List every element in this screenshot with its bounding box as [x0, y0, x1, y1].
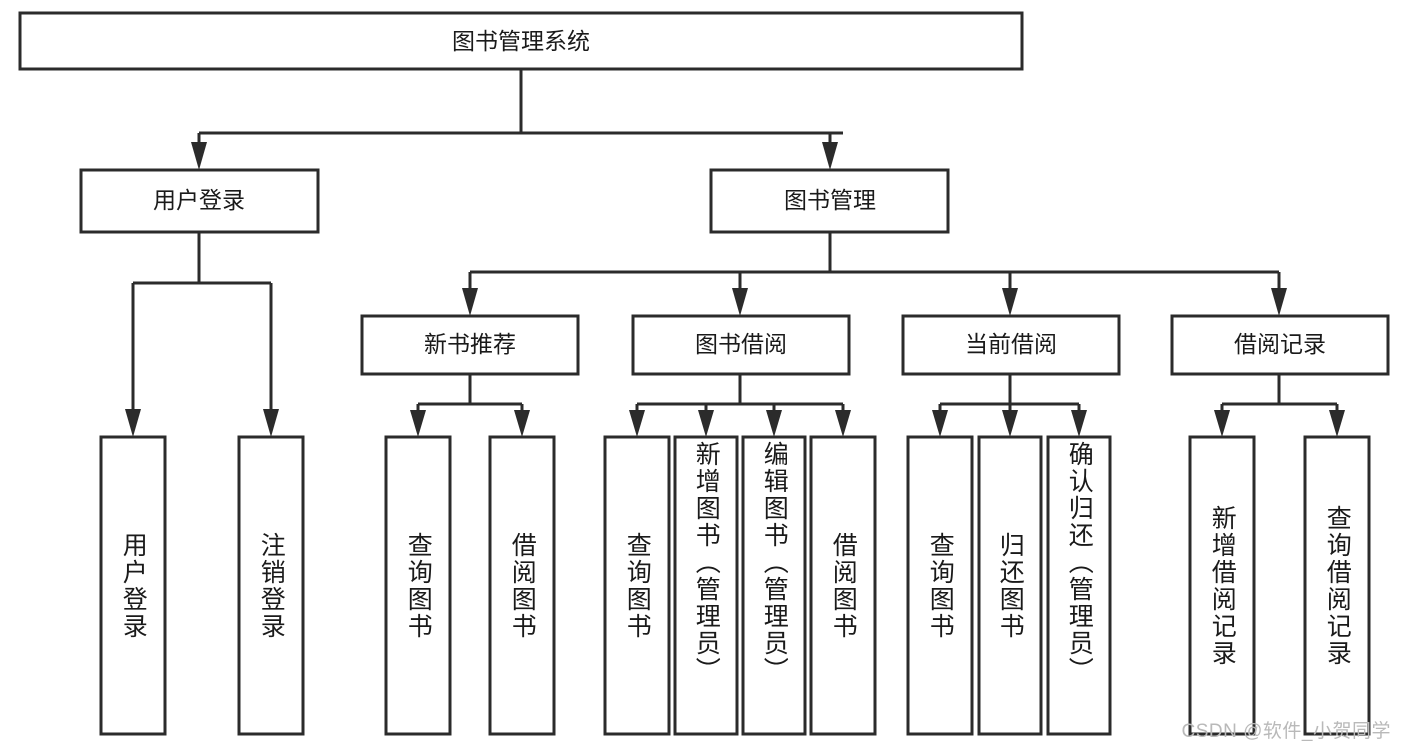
node-root[interactable]: 图书管理系统	[18, 11, 1024, 71]
node-book-manage[interactable]: 图书管理	[709, 168, 950, 234]
node-borrow-record-box[interactable]	[1170, 314, 1390, 376]
node-current-borrow[interactable]: 当前借阅	[901, 314, 1121, 376]
leaf-box-edit-book[interactable]	[741, 435, 807, 736]
node-book-manage-box[interactable]	[709, 168, 950, 234]
connector-newbook-to-leaves	[410, 374, 530, 437]
node-book-borrow-label: 图书借阅	[695, 331, 787, 357]
leaf-box-user-login[interactable]	[99, 435, 167, 736]
connector-currentborrow-to-leaves	[932, 374, 1087, 437]
connector-root-to-level2	[191, 69, 843, 170]
node-current-borrow-label: 当前借阅	[965, 331, 1057, 357]
node-new-book-recommend[interactable]: 新书推荐	[360, 314, 580, 376]
node-borrow-record[interactable]: 借阅记录	[1170, 314, 1390, 376]
leaf-box-query-book-2[interactable]	[603, 435, 671, 736]
node-user-login[interactable]: 用户登录	[79, 168, 320, 234]
node-current-borrow-box[interactable]	[901, 314, 1121, 376]
leaf-box-borrow-book-1[interactable]	[488, 435, 556, 736]
connector-bookmanage-to-level3	[462, 232, 1287, 316]
node-book-borrow[interactable]: 图书借阅	[631, 314, 851, 376]
leaf-box-query-book-3[interactable]	[906, 435, 974, 736]
node-root-box[interactable]	[18, 11, 1024, 71]
node-book-borrow-box[interactable]	[631, 314, 851, 376]
leaf-box-logout[interactable]	[237, 435, 305, 736]
leaf-box-add-book[interactable]	[673, 435, 739, 736]
node-root-label: 图书管理系统	[452, 28, 590, 54]
node-new-book-recommend-label: 新书推荐	[424, 331, 516, 357]
leaf-box-query-borrow-record[interactable]	[1303, 435, 1371, 736]
leaf-box-return-book[interactable]	[977, 435, 1043, 736]
leaf-box-confirm-return[interactable]	[1046, 435, 1112, 736]
connector-bookborrow-to-leaves	[629, 374, 851, 437]
leaf-boxes	[99, 435, 1371, 736]
node-user-login-box[interactable]	[79, 168, 320, 234]
connector-userlogin-to-leaves	[125, 232, 279, 437]
node-user-login-label: 用户登录	[153, 187, 245, 213]
leaf-box-query-book-1[interactable]	[384, 435, 452, 736]
node-new-book-recommend-box[interactable]	[360, 314, 580, 376]
node-borrow-record-label: 借阅记录	[1234, 331, 1326, 357]
connector-borrowrecord-to-leaves	[1214, 374, 1345, 437]
leaf-box-borrow-book-2[interactable]	[809, 435, 877, 736]
leaf-box-add-borrow-record[interactable]	[1188, 435, 1256, 736]
node-book-manage-label: 图书管理	[784, 187, 876, 213]
